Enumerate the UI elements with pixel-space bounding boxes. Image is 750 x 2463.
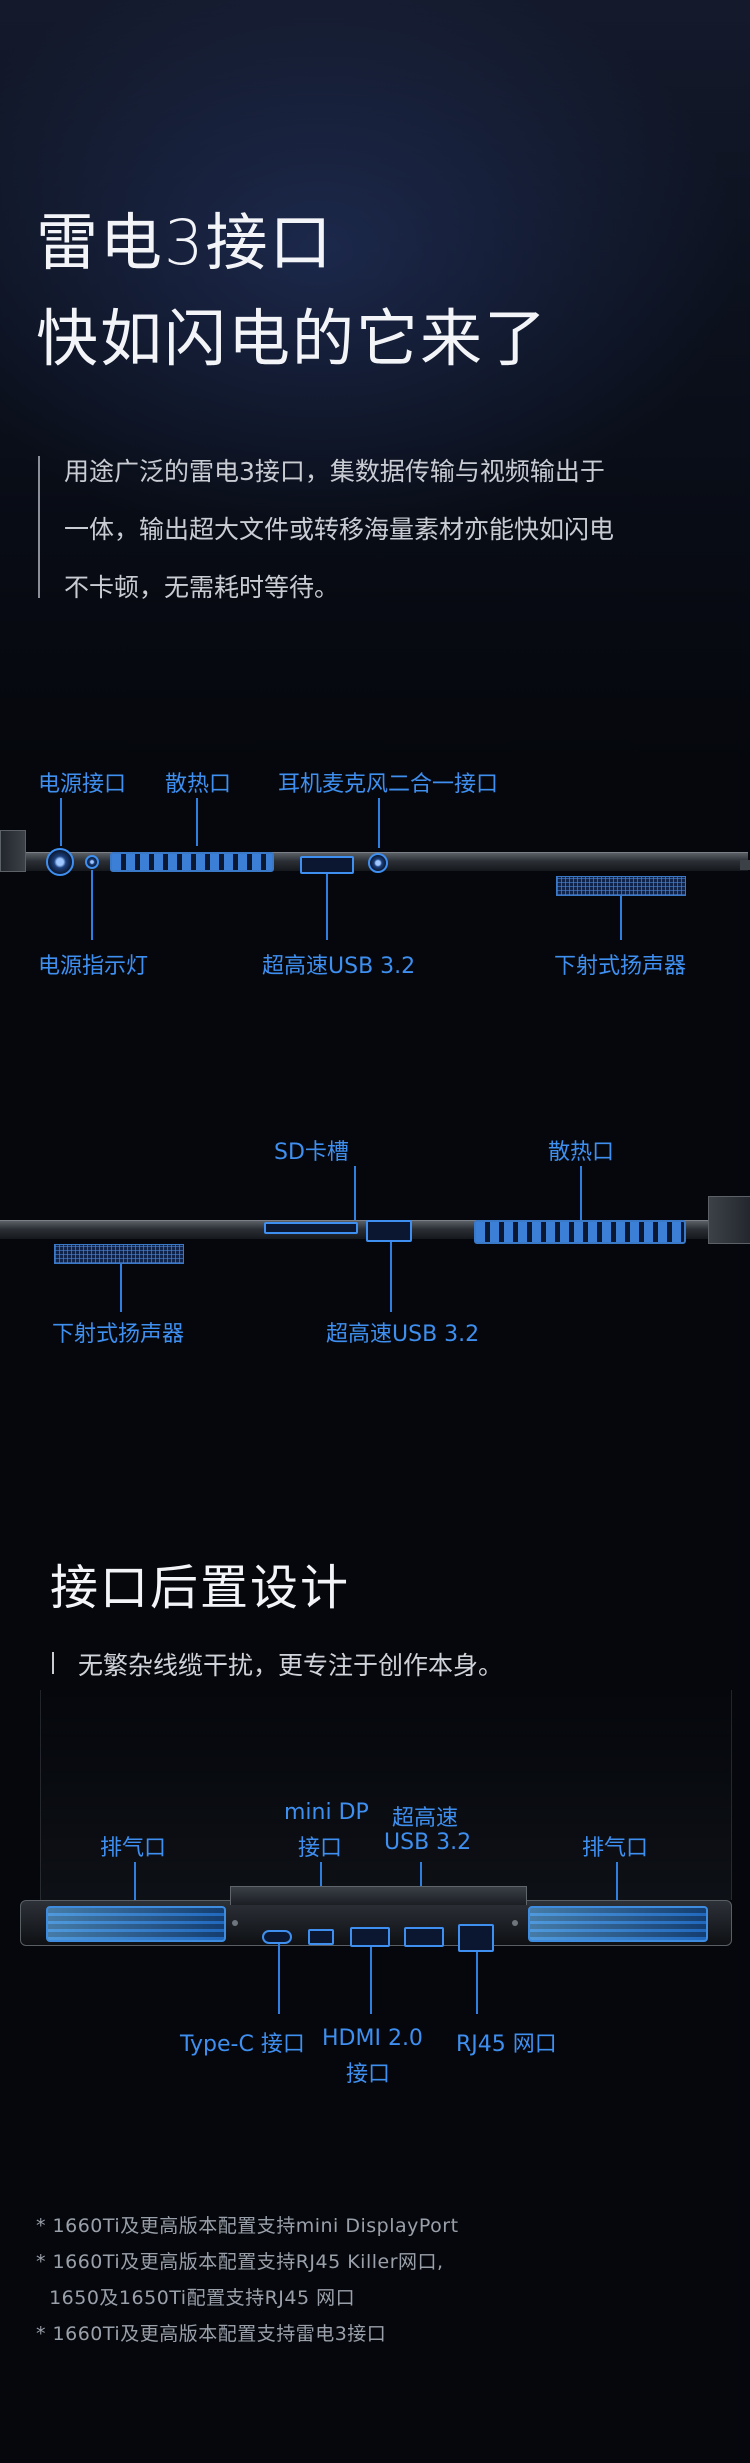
footnote-1: * 1660Ti及更高版本配置支持mini DisplayPort [36, 2215, 459, 2237]
rear-subtitle-bar [52, 1652, 54, 1674]
vent-right-icon [474, 1220, 686, 1244]
label-typec: Type-C 接口 [180, 2032, 305, 2057]
laptop-left-side-foot [740, 860, 750, 870]
label-hdmi-line2: 接口 [346, 2062, 391, 2087]
vent-left-icon [110, 852, 274, 872]
pointer-line-typec [278, 1944, 280, 2014]
pointer-line-power-led [91, 870, 93, 940]
label-minidp-line2: 接口 [298, 1836, 343, 1861]
hero-title-line1: 雷电3接口 [36, 206, 334, 279]
speaker-left-icon [556, 876, 686, 896]
exhaust-right-icon [528, 1906, 708, 1942]
hero-description-line2: 一体，输出超大文件或转移海量素材亦能快如闪电 [64, 515, 615, 544]
footnote-2b: 1650及1650Ti配置支持RJ45 网口 [36, 2287, 356, 2309]
pointer-line-exhaust-left [134, 1862, 136, 1922]
power-port-icon [46, 848, 74, 876]
label-sd-slot: SD卡槽 [274, 1140, 349, 1165]
label-rj45: RJ45 网口 [456, 2032, 557, 2057]
laptop-right-side-hinge [708, 1196, 750, 1244]
label-speaker-left: 下射式扬声器 [554, 954, 687, 979]
rj45-port-icon [458, 1924, 494, 1952]
pointer-line-vent-left [196, 798, 198, 846]
sd-slot-icon [264, 1222, 358, 1234]
label-hdmi-line1: HDMI 2.0 [322, 2026, 423, 2051]
label-power-led: 电源指示灯 [38, 954, 149, 979]
rear-screw-left [232, 1920, 238, 1926]
minidp-port-icon [308, 1929, 334, 1945]
typec-port-icon [262, 1930, 292, 1944]
pointer-line-usb-right [390, 1242, 392, 1312]
label-speaker-right: 下射式扬声器 [52, 1322, 185, 1347]
pointer-line-rj45 [476, 1952, 478, 2014]
hero-description-line3: 不卡顿，无需耗时等待。 [64, 573, 340, 602]
usb-port-right-icon [366, 1220, 412, 1242]
pointer-line-speaker-right [120, 1264, 122, 1312]
pointer-line-power-port [60, 798, 62, 846]
pointer-line-usb-left [326, 874, 328, 940]
footnotes: * 1660Ti及更高版本配置支持mini DisplayPort * 1660… [36, 2208, 459, 2352]
label-usb-right: 超高速USB 3.2 [326, 1322, 480, 1347]
headphone-jack-icon [368, 853, 388, 873]
pointer-line-sd [354, 1166, 356, 1226]
hero-description: 用途广泛的雷电3接口，集数据传输与视频输出于 一体，输出超大文件或转移海量素材亦… [64, 443, 724, 617]
rear-section-title: 接口后置设计 [50, 1560, 351, 1616]
label-vent-right: 散热口 [548, 1140, 615, 1165]
usb-rear-port-icon [404, 1927, 444, 1947]
description-bar [38, 456, 40, 598]
pointer-line-exhaust-right [616, 1862, 618, 1922]
label-vent-left: 散热口 [165, 772, 232, 797]
label-usb-rear-line1: 超高速 [392, 1806, 459, 1831]
hero-description-line1: 用途广泛的雷电3接口，集数据传输与视频输出于 [64, 457, 605, 486]
label-usb-rear-line2: USB 3.2 [384, 1830, 472, 1855]
pointer-line-speaker-left [620, 896, 622, 940]
rear-lid-outline [40, 1690, 732, 1900]
power-led-icon [85, 855, 99, 869]
rear-screw-right [512, 1920, 518, 1926]
label-exhaust-right: 排气口 [582, 1836, 649, 1861]
label-exhaust-left: 排气口 [100, 1836, 167, 1861]
label-headphone-jack: 耳机麦克风二合一接口 [278, 772, 499, 797]
label-minidp-line1: mini DP [284, 1800, 369, 1825]
footnote-3: * 1660Ti及更高版本配置支持雷电3接口 [36, 2323, 387, 2345]
laptop-left-side-hinge [0, 830, 26, 872]
rear-hinge-block [230, 1886, 527, 1905]
hero-title-line2: 快如闪电的它来了 [36, 302, 549, 375]
pointer-line-hdmi [370, 1947, 372, 2014]
hero-background [0, 0, 750, 1100]
speaker-right-icon [54, 1244, 184, 1264]
rear-section-subtitle: 无繁杂线缆干扰，更专注于创作本身。 [78, 1651, 504, 1680]
pointer-line-headphone [378, 798, 380, 848]
label-power-port: 电源接口 [38, 772, 127, 797]
usb-port-left-icon [300, 856, 354, 874]
hdmi-port-icon [350, 1927, 390, 1947]
pointer-line-vent-right [580, 1166, 582, 1220]
exhaust-left-icon [46, 1906, 226, 1942]
label-usb-left: 超高速USB 3.2 [262, 954, 416, 979]
footnote-2a: * 1660Ti及更高版本配置支持RJ45 Killer网口, [36, 2251, 444, 2273]
